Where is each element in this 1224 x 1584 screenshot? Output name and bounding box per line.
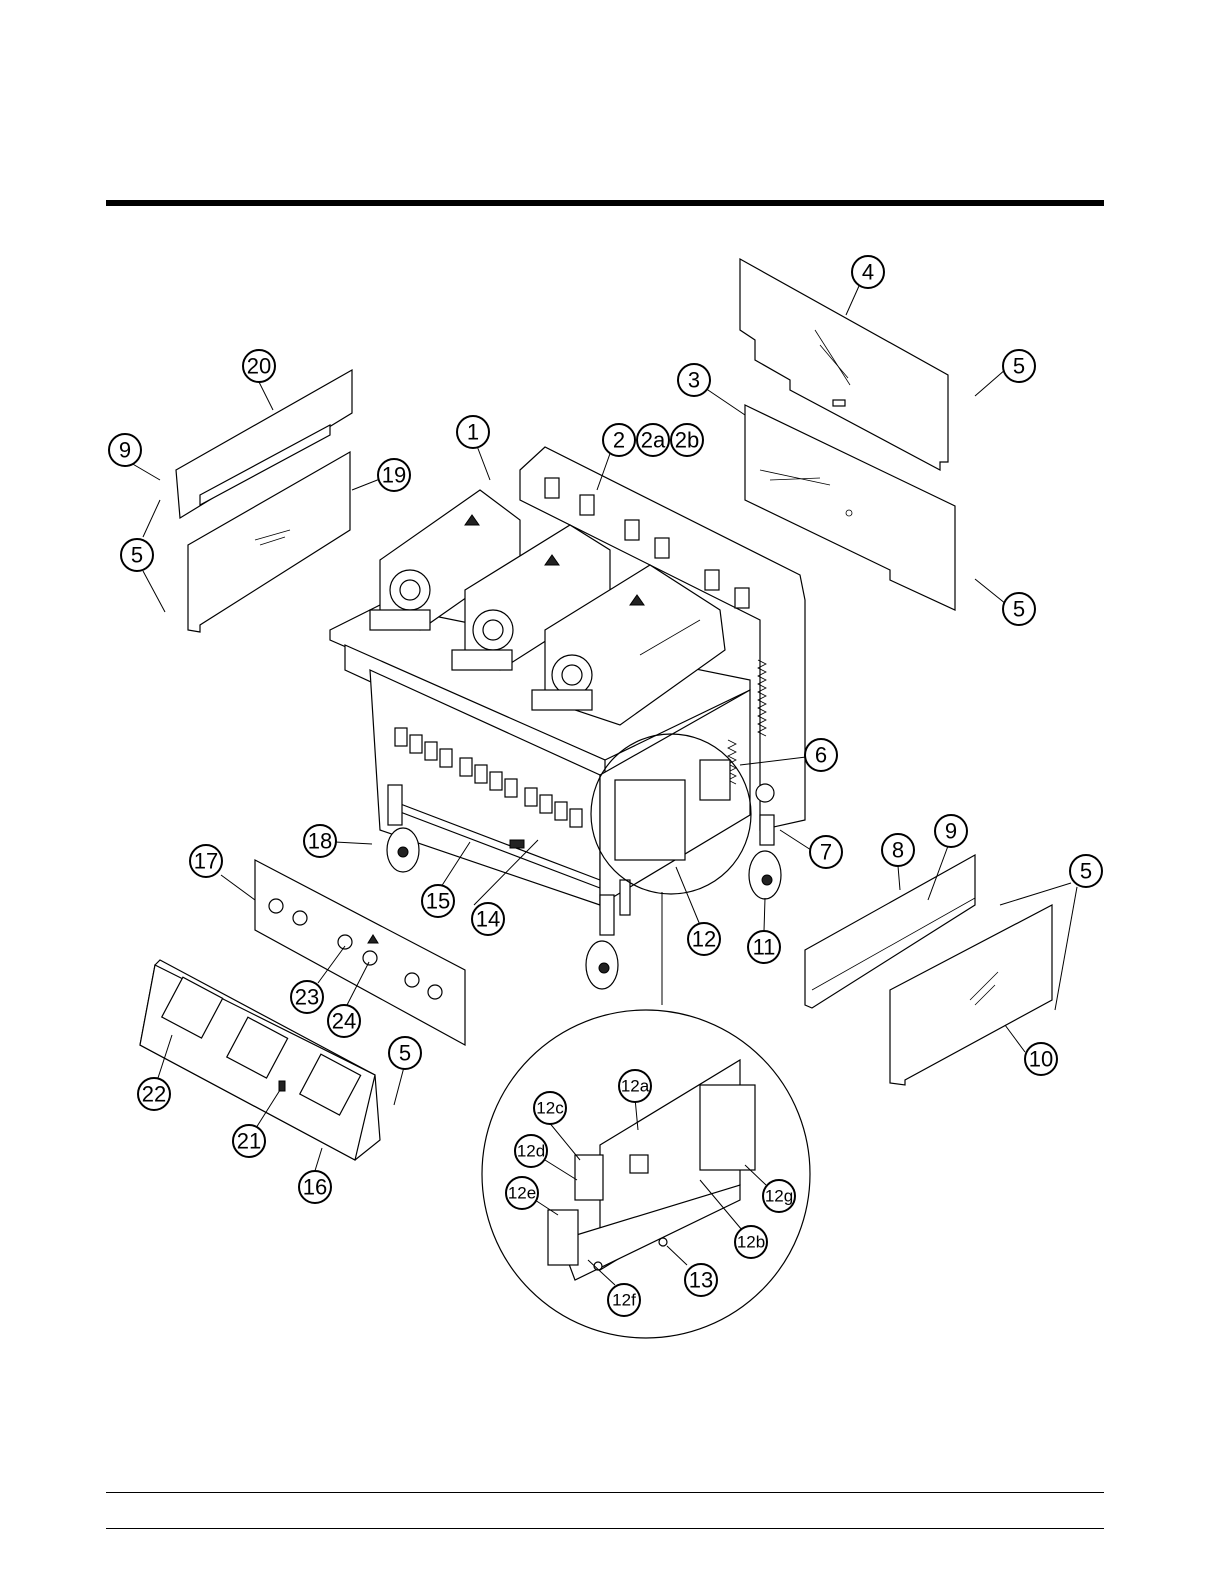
callout-12f: 12f bbox=[608, 1284, 640, 1316]
callout-14: 14 bbox=[472, 903, 504, 935]
svg-text:19: 19 bbox=[382, 463, 406, 488]
svg-text:5: 5 bbox=[1080, 859, 1092, 884]
callout-8: 8 bbox=[882, 834, 914, 866]
svg-text:22: 22 bbox=[142, 1082, 166, 1107]
svg-text:23: 23 bbox=[295, 985, 319, 1010]
callout-20: 20 bbox=[243, 350, 275, 382]
svg-text:15: 15 bbox=[426, 889, 450, 914]
svg-text:21: 21 bbox=[237, 1129, 261, 1154]
callout-9-left: 9 bbox=[109, 434, 141, 466]
svg-text:3: 3 bbox=[688, 368, 700, 393]
svg-text:24: 24 bbox=[332, 1009, 356, 1034]
callout-4: 4 bbox=[852, 256, 884, 288]
svg-text:7: 7 bbox=[820, 840, 832, 865]
callout-12d: 12d bbox=[515, 1135, 547, 1167]
control-board-detail bbox=[482, 1010, 810, 1338]
svg-text:13: 13 bbox=[689, 1268, 713, 1293]
svg-text:12e: 12e bbox=[508, 1184, 536, 1203]
svg-text:6: 6 bbox=[815, 743, 827, 768]
svg-text:2b: 2b bbox=[675, 428, 699, 453]
callout-10: 10 bbox=[1025, 1043, 1057, 1075]
callout-7: 7 bbox=[810, 836, 842, 868]
svg-text:10: 10 bbox=[1029, 1047, 1053, 1072]
svg-text:4: 4 bbox=[862, 260, 874, 285]
callout-12: 12 bbox=[688, 923, 720, 955]
svg-text:5: 5 bbox=[399, 1041, 411, 1066]
callout-9-right: 9 bbox=[935, 815, 967, 847]
callout-1: 1 bbox=[457, 416, 489, 448]
svg-text:9: 9 bbox=[945, 819, 957, 844]
callout-24: 24 bbox=[328, 1005, 360, 1037]
callout-6: 6 bbox=[805, 739, 837, 771]
svg-text:12b: 12b bbox=[737, 1233, 765, 1252]
callout-5-left: 5 bbox=[121, 539, 153, 571]
svg-text:12: 12 bbox=[692, 927, 716, 952]
callout-5-right-panel: 5 bbox=[1070, 855, 1102, 887]
callout-23: 23 bbox=[291, 981, 323, 1013]
svg-text:12a: 12a bbox=[621, 1077, 650, 1096]
svg-text:20: 20 bbox=[247, 354, 271, 379]
callout-12c: 12c bbox=[534, 1092, 566, 1124]
footer-rule-upper bbox=[106, 1492, 1104, 1493]
callout-18: 18 bbox=[304, 825, 336, 857]
svg-text:9: 9 bbox=[119, 438, 131, 463]
svg-text:5: 5 bbox=[131, 543, 143, 568]
callout-19: 19 bbox=[378, 459, 410, 491]
callout-16: 16 bbox=[299, 1171, 331, 1203]
svg-text:12g: 12g bbox=[765, 1187, 793, 1206]
callout-21: 21 bbox=[233, 1125, 265, 1157]
callout-2a: 2a bbox=[637, 424, 669, 456]
svg-text:5: 5 bbox=[1013, 354, 1025, 379]
svg-text:17: 17 bbox=[194, 849, 218, 874]
footer-rule-lower bbox=[106, 1528, 1104, 1529]
callout-2b: 2b bbox=[671, 424, 703, 456]
svg-text:14: 14 bbox=[476, 907, 500, 932]
svg-text:12f: 12f bbox=[612, 1291, 636, 1310]
callout-12g: 12g bbox=[763, 1180, 795, 1212]
callout-12e: 12e bbox=[506, 1177, 538, 1209]
callout-12a: 12a bbox=[619, 1070, 651, 1102]
svg-text:5: 5 bbox=[1013, 597, 1025, 622]
callout-5-console: 5 bbox=[389, 1037, 421, 1069]
callout-15: 15 bbox=[422, 885, 454, 917]
svg-text:2: 2 bbox=[613, 428, 625, 453]
callout-5-top-right: 5 bbox=[1003, 350, 1035, 382]
svg-text:8: 8 bbox=[892, 838, 904, 863]
svg-text:11: 11 bbox=[753, 935, 776, 960]
svg-text:1: 1 bbox=[467, 420, 479, 445]
callout-11: 11 bbox=[748, 931, 780, 963]
callout-5-mid-right: 5 bbox=[1003, 593, 1035, 625]
svg-text:12c: 12c bbox=[536, 1099, 564, 1118]
svg-text:18: 18 bbox=[308, 829, 332, 854]
callout-12b: 12b bbox=[735, 1226, 767, 1258]
callout-2: 2 bbox=[603, 424, 635, 456]
svg-text:2a: 2a bbox=[641, 428, 666, 453]
callout-13: 13 bbox=[685, 1264, 717, 1296]
callout-17: 17 bbox=[190, 845, 222, 877]
svg-text:16: 16 bbox=[303, 1175, 327, 1200]
callout-3: 3 bbox=[678, 364, 710, 396]
callout-22: 22 bbox=[138, 1078, 170, 1110]
svg-text:12d: 12d bbox=[517, 1142, 545, 1161]
